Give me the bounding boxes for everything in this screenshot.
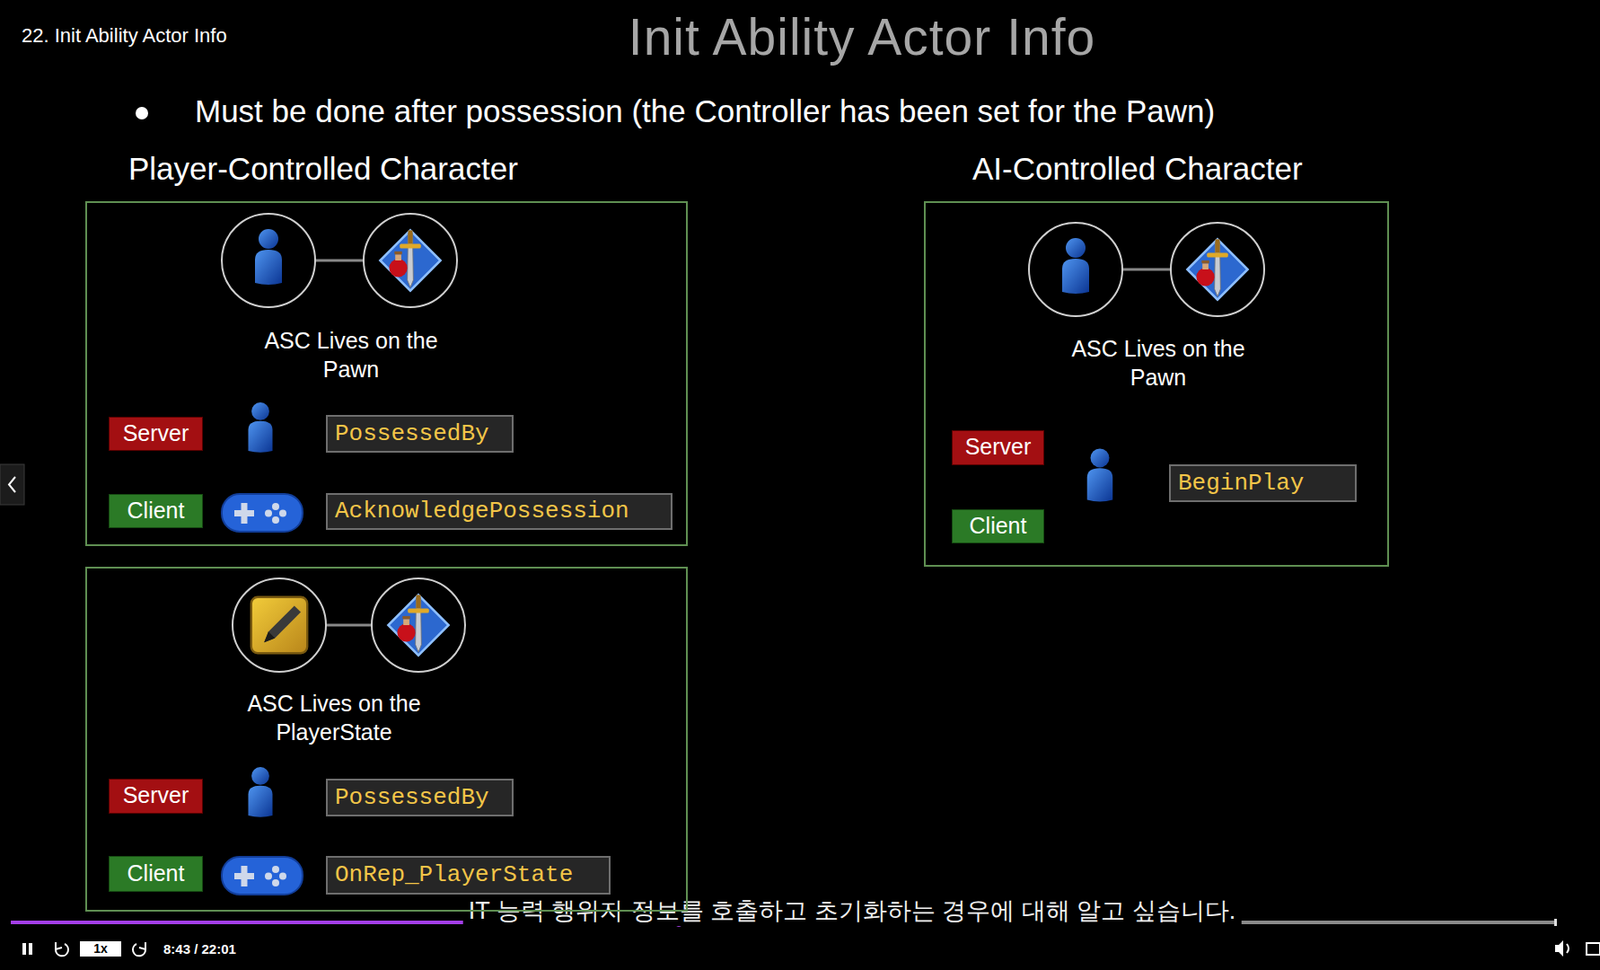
client-tag: Client bbox=[108, 493, 203, 528]
client-tag: Client bbox=[951, 509, 1045, 544]
box-label: Server bbox=[952, 430, 1044, 463]
function-name-box: BeginPlay bbox=[1169, 464, 1357, 502]
box-label: Client bbox=[109, 494, 203, 526]
column-heading: Player-Controlled Character bbox=[128, 150, 519, 187]
box-caption: ASC Lives on the Pawn bbox=[261, 325, 441, 384]
function-name-box: AcknowledgePossession bbox=[325, 492, 673, 530]
server-tag: Server bbox=[951, 430, 1045, 466]
box-label: Server bbox=[109, 417, 203, 449]
box-label: OnRep_PlayerState bbox=[334, 857, 602, 893]
box-label: Client bbox=[109, 856, 203, 889]
box-caption: ASC Lives on the PlayerState bbox=[226, 688, 442, 747]
box-caption: ASC Lives on the Pawn bbox=[1068, 334, 1249, 392]
box-label: BeginPlay bbox=[1178, 465, 1348, 501]
function-name-box: PossessedBy bbox=[325, 778, 514, 817]
client-tag: Client bbox=[108, 855, 203, 892]
box-label: PossessedBy bbox=[334, 780, 505, 815]
box-label: PossessedBy bbox=[334, 416, 505, 451]
box-label: Client bbox=[952, 509, 1044, 541]
function-name-box: OnRep_PlayerState bbox=[325, 855, 611, 895]
group-box: ASC Lives on the PlayerStateServer Posses… bbox=[85, 566, 688, 912]
box-label: AcknowledgePossession bbox=[334, 494, 664, 528]
box-label: Server bbox=[109, 779, 203, 811]
speed-button: 1x bbox=[79, 940, 122, 957]
column-heading: AI-Controlled Character bbox=[972, 150, 1303, 187]
server-tag: Server bbox=[108, 416, 203, 451]
bullet-text: Must be done after possession (the Contr… bbox=[194, 93, 1215, 130]
server-tag: Server bbox=[108, 778, 203, 814]
slide-title: Init Ability Actor Info bbox=[628, 7, 1096, 67]
function-name-box: PossessedBy bbox=[325, 414, 514, 453]
group-box: ASC Lives on the PawnServerClient BeginPl… bbox=[923, 201, 1390, 567]
group-box: ASC Lives on the PawnServer PossessedByCl… bbox=[85, 201, 688, 546]
time-display: 8:43 / 22:01 bbox=[163, 940, 237, 957]
lecture-name: 22. Init Ability Actor Info bbox=[21, 24, 228, 48]
